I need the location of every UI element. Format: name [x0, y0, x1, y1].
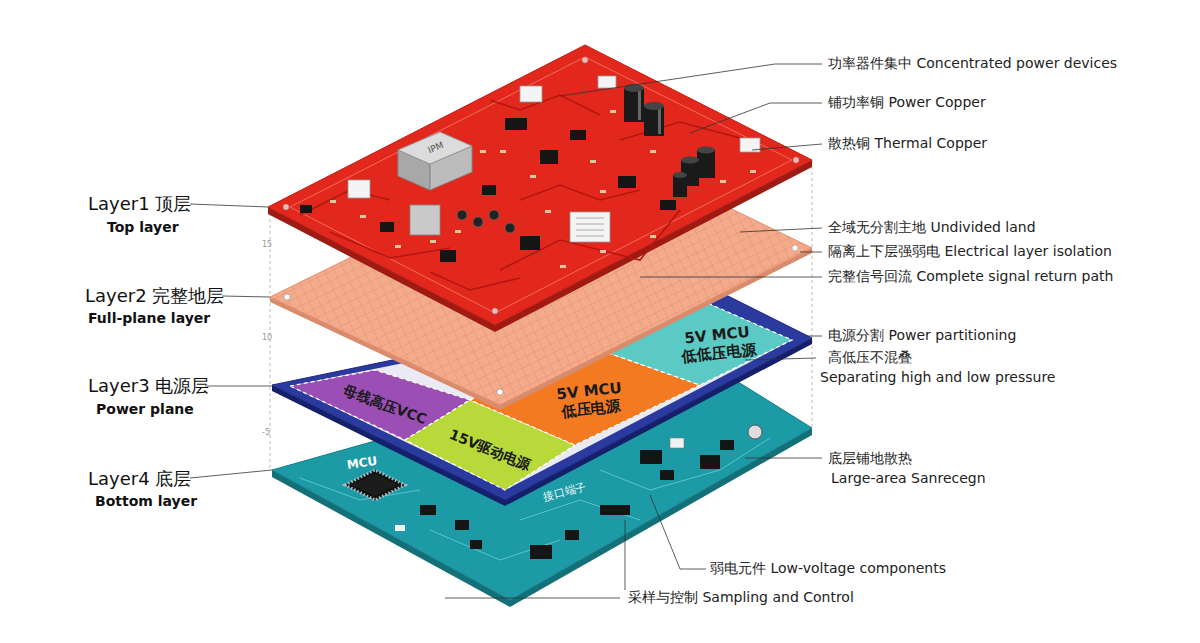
callout-text: Separating high and low pressure — [820, 369, 1055, 386]
layer-heading: Layer2 完整地层 — [85, 285, 224, 307]
callout-text: 铺功率铜 Power Copper — [828, 94, 986, 111]
layer-heading: Layer3 电源层 — [88, 375, 209, 397]
callout-text: 功率器件集中 Concentrated power devices — [828, 55, 1117, 72]
mounting-hole — [793, 157, 799, 163]
layer-subtitle: Power plane — [96, 401, 194, 418]
layer-heading: Layer4 底层 — [88, 468, 191, 490]
callout-text: 散热铜 Thermal Copper — [828, 135, 987, 152]
scale-number: 10 — [262, 333, 272, 343]
leader — [190, 204, 268, 207]
mounting-hole — [582, 57, 588, 63]
callout-text: 底层铺地散热 — [828, 450, 912, 467]
top-layer-board: Layer1 顶层Top layerIPM — [268, 45, 812, 332]
leader — [205, 386, 272, 387]
layer-subtitle: Full-plane layer — [88, 310, 210, 327]
scale-number: -5 — [262, 428, 270, 438]
leader — [222, 296, 270, 297]
callout-text: 弱电元件 Low-voltage components — [710, 560, 946, 577]
layer-subtitle: Top layer — [107, 219, 179, 236]
mounting-hole — [792, 245, 798, 251]
mounting-hole — [284, 294, 290, 300]
leader — [190, 470, 272, 478]
layer-subtitle: Bottom layer — [95, 493, 197, 510]
board-shape — [600, 302, 792, 385]
callout-text: Large-area Sanrecegn — [831, 470, 986, 487]
scale-number: 15 — [262, 240, 272, 250]
top-layer-board-outline — [268, 45, 812, 332]
callout-text: 电源分割 Power partitioning — [828, 327, 1016, 344]
ipm-module: IPM — [398, 132, 472, 190]
board-shape — [270, 140, 812, 405]
mounting-hole — [492, 308, 498, 314]
callout-text: 采样与控制 Sampling and Control — [628, 589, 854, 606]
ipm-module-outline — [398, 132, 472, 190]
board-shape — [398, 132, 472, 164]
board-shape — [270, 140, 812, 405]
layer-heading: Layer1 顶层 — [88, 193, 191, 215]
mounting-hole — [283, 204, 289, 210]
callout-text: 全域无分割主地 Undivided land — [828, 219, 1036, 236]
mounting-hole — [497, 389, 503, 395]
callout-text: 完整信号回流 Complete signal return path — [828, 268, 1113, 285]
callout-text: 高低压不混叠 — [828, 349, 912, 366]
callout-text: 隔离上下层强弱电 Electrical layer isolation — [828, 243, 1112, 260]
mounting-hole — [587, 151, 593, 157]
